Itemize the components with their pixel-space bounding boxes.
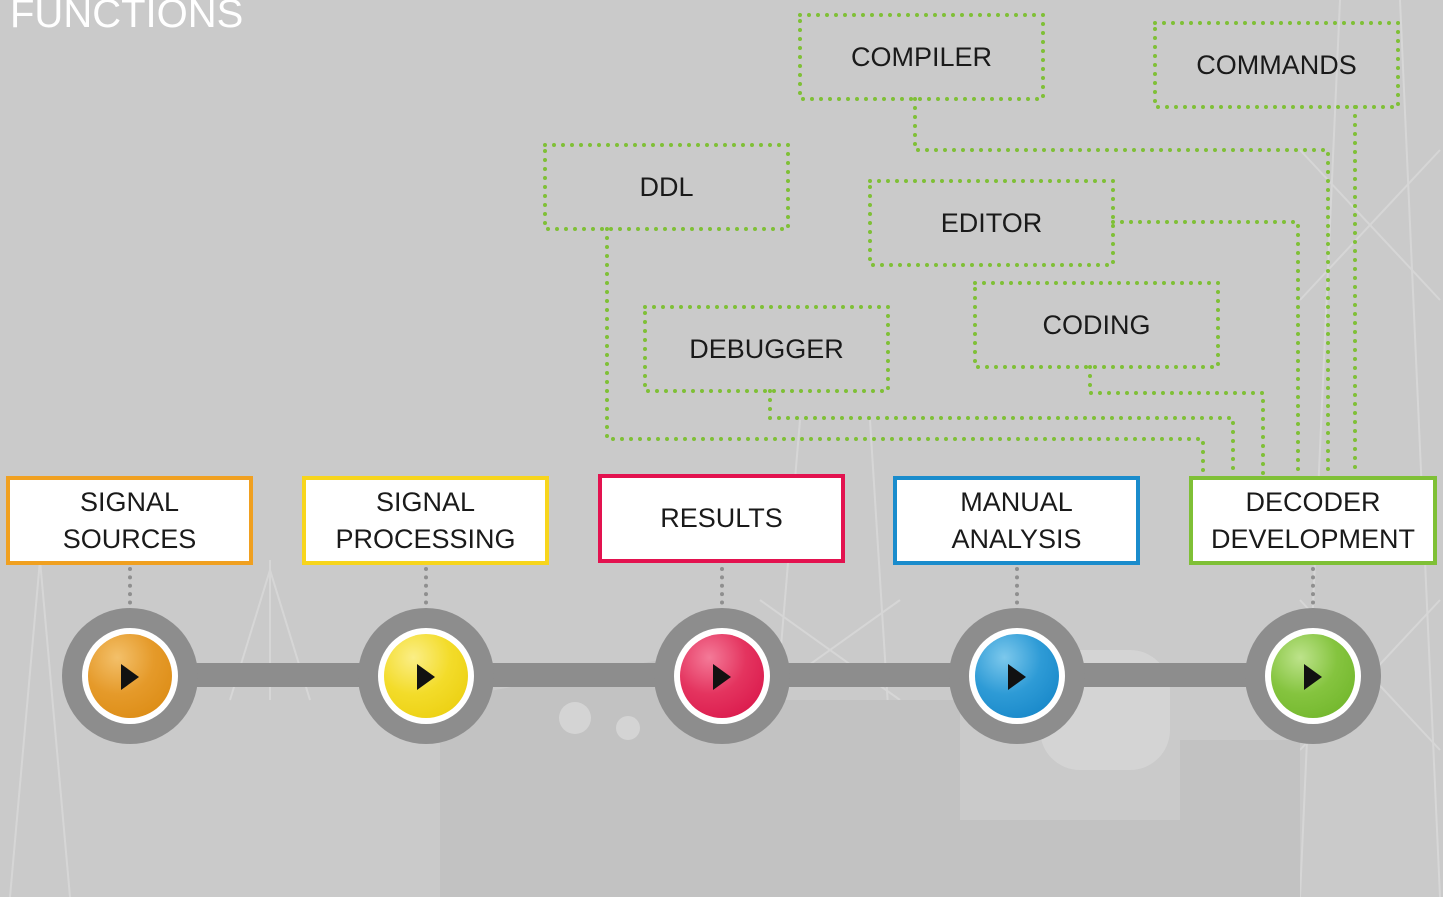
category-manual-analysis[interactable]: MANUAL ANALYSIS bbox=[893, 476, 1140, 565]
node-manual-analysis[interactable] bbox=[949, 608, 1085, 744]
function-editor: EDITOR bbox=[870, 181, 1113, 265]
function-label: COMPILER bbox=[850, 41, 993, 72]
node-results[interactable] bbox=[654, 608, 790, 744]
category-line2: PROCESSING bbox=[335, 523, 516, 554]
node-decoder-development[interactable] bbox=[1245, 608, 1381, 744]
function-label: COMMANDS bbox=[1196, 49, 1357, 80]
play-icon bbox=[121, 664, 139, 690]
function-commands: COMMANDS bbox=[1155, 23, 1398, 107]
stem-signal-processing bbox=[424, 567, 428, 613]
category-line2: DEVELOPMENT bbox=[1210, 523, 1416, 554]
function-label: DDL bbox=[639, 171, 694, 202]
category-line2: ANALYSIS bbox=[951, 523, 1082, 554]
compiler-box-border bbox=[798, 13, 1045, 101]
function-label: EDITOR bbox=[940, 207, 1043, 238]
node-signal-sources[interactable] bbox=[62, 608, 198, 744]
play-icon bbox=[713, 664, 731, 690]
category-line1: DECODER bbox=[1245, 486, 1381, 517]
editor-box-border bbox=[868, 179, 1115, 267]
page-title: FUNCTIONS bbox=[10, 0, 244, 36]
category-line1: SIGNAL bbox=[79, 486, 180, 517]
stem-manual-analysis bbox=[1015, 567, 1019, 613]
play-icon bbox=[1008, 664, 1026, 690]
category-line2: SOURCES bbox=[62, 523, 197, 554]
category-decoder-development[interactable]: DECODER DEVELOPMENT bbox=[1189, 476, 1437, 565]
commands-box-border bbox=[1153, 21, 1400, 109]
function-compiler: COMPILER bbox=[800, 15, 1043, 99]
stem-results bbox=[720, 567, 724, 613]
function-label: DEBUGGER bbox=[689, 333, 844, 364]
coding-box-border bbox=[973, 281, 1220, 369]
node-signal-processing[interactable] bbox=[358, 608, 494, 744]
category-signal-processing[interactable]: SIGNAL PROCESSING bbox=[302, 476, 549, 565]
stem-decoder-development bbox=[1311, 567, 1315, 613]
function-coding: CODING bbox=[975, 283, 1218, 367]
ddl-box-border bbox=[543, 143, 790, 231]
category-signal-sources[interactable]: SIGNAL SOURCES bbox=[6, 476, 253, 565]
stem-signal-sources bbox=[128, 567, 132, 613]
play-icon bbox=[1304, 664, 1322, 690]
function-debugger: DEBUGGER bbox=[645, 307, 888, 391]
play-icon bbox=[417, 664, 435, 690]
category-line1: RESULTS bbox=[660, 503, 783, 533]
function-ddl: DDL bbox=[545, 145, 788, 229]
category-line1: MANUAL bbox=[960, 486, 1073, 517]
debugger-box-border bbox=[643, 305, 890, 393]
function-label: CODING bbox=[1042, 309, 1151, 340]
category-results[interactable]: RESULTS bbox=[598, 474, 845, 563]
category-line1: SIGNAL bbox=[375, 486, 476, 517]
